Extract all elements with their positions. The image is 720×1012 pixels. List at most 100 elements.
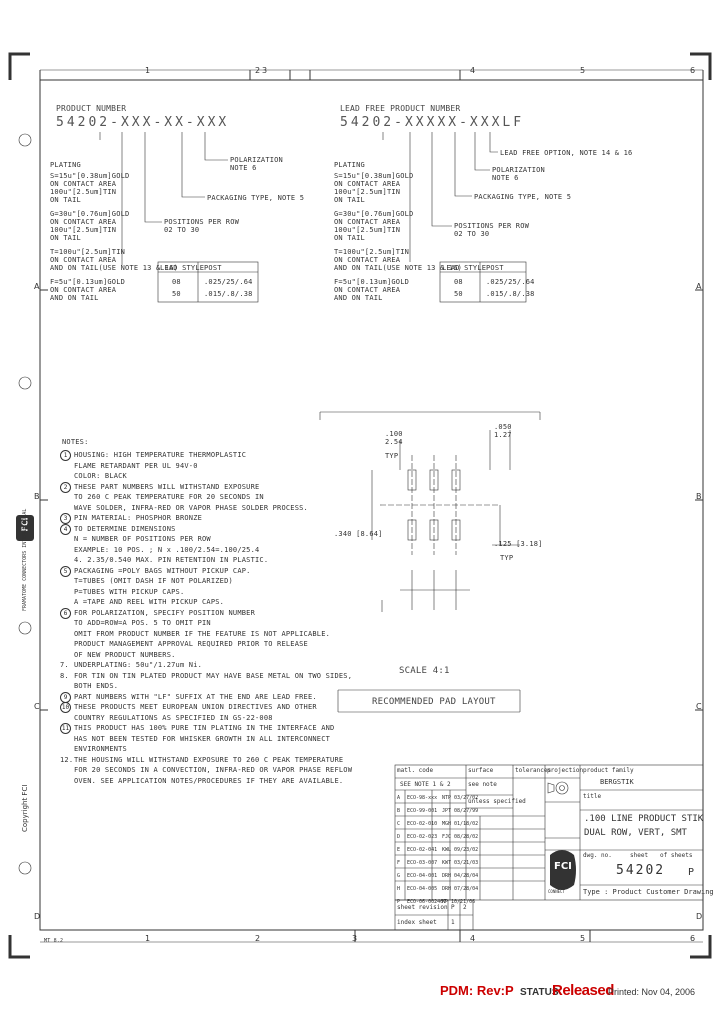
note-text: TO 260 C PEAK TEMPERATURE FOR 20 SECONDS…: [74, 493, 264, 501]
note-text: UNDERPLATING: 50u"/1.27um Ni.: [74, 661, 203, 669]
revision-cell: A: [397, 795, 401, 801]
right-table-r2c2: .015/.8/.38: [486, 290, 535, 298]
note-line: HAS NOT BEEN TESTED FOR WHISKER GROWTH I…: [60, 734, 390, 745]
right-table-r1c1: 08: [454, 278, 463, 286]
left-product-number-title: PRODUCT NUMBER: [56, 104, 127, 113]
pad-scale: SCALE 4:1: [399, 666, 450, 676]
revision-cell: E: [397, 847, 401, 853]
pad-dim4-a: .125 [3.18]: [494, 540, 543, 548]
left_header-plating-line: S=15u"[0.38um]GOLD: [50, 172, 130, 180]
revision-cell: G: [397, 873, 401, 879]
zone-bottom-2: 2: [255, 934, 261, 943]
note-number: 12.: [60, 755, 74, 764]
note-number: 3: [60, 513, 71, 524]
corner-mark-tr: [690, 52, 712, 80]
note-line: A =TAPE AND REEL WITH PICKUP CAPS.: [60, 597, 390, 608]
note-text: A =TAPE AND REEL WITH PICKUP CAPS.: [74, 598, 225, 606]
revision-cell: F: [397, 860, 401, 866]
zone-row-a-left: A: [34, 282, 40, 291]
left-packaging: PACKAGING TYPE, NOTE 5: [207, 194, 305, 202]
right-product-number-pattern: 54202-XXXXX-XXXLF: [340, 115, 525, 130]
right_header-plating-line: ON CONTACT AREA: [334, 286, 401, 294]
left_header-plating-line: 100u"[2.5um]TIN: [50, 188, 117, 196]
tb-matl-label: matl. code: [397, 767, 434, 774]
revision-row: A ECO-98-xxx NTP 03/27/02: [397, 792, 537, 805]
note-text: HAS NOT BEEN TESTED FOR WHISKER GROWTH I…: [74, 734, 331, 743]
note-text: FLAME RETARDANT PER UL 94V-0: [74, 461, 198, 470]
tb-rev-cell-3: 2: [463, 904, 467, 911]
tb-fci-sub: CONNECT: [548, 889, 565, 894]
note-text: COLOR: BLACK: [74, 472, 127, 480]
note-line: N = NUMBER OF POSITIONS PER ROW: [60, 534, 390, 545]
left_header-plating-line: AND ON TAIL(USE NOTE 13 & 16): [50, 264, 179, 272]
note-text: PACKAGING =POLY BAGS WITHOUT PICKUP CAP.: [74, 566, 251, 575]
note-text: THIS PRODUCT HAS 100% PURE TIN PLATING I…: [74, 724, 335, 732]
note-text: OF NEW PRODUCT NUMBERS.: [74, 650, 176, 659]
note-number: 1: [60, 450, 71, 461]
note-line: FOR 20 SECONDS IN A CONVECTION, INFRA-RE…: [60, 765, 390, 776]
left_header-plating-line: ON CONTACT AREA: [50, 180, 117, 188]
note-text: THESE PRODUCTS MEET EUROPEAN UNION DIREC…: [74, 703, 317, 711]
left-table-r2c1: 50: [172, 290, 181, 298]
zone-row-b-right: B: [696, 492, 702, 501]
right-polarization-2: NOTE 6: [492, 174, 519, 182]
tb-rev-value: P: [688, 867, 695, 878]
left-table-col1: LEAD STYLE: [160, 264, 205, 272]
tb-product-family-value: BERGSTIK: [600, 778, 634, 786]
zone-bottom-5: 5: [580, 934, 586, 943]
corner-mark-bl: [8, 935, 30, 959]
revision-cell: NTP 03/27/02: [442, 795, 479, 801]
note-text: EXAMPLE: 10 POS. ; N x .100/2.54=.100/25…: [74, 545, 260, 554]
right_header-plating-line: ON CONTACT AREA: [334, 256, 401, 264]
revision-cell: ECO-04-005: [407, 886, 438, 892]
note-text: FOR TIN ON TIN PLATED PRODUCT MAY HAVE B…: [74, 671, 353, 680]
zone-top-2: 2: [255, 66, 261, 75]
note-line: BOTH ENDS.: [60, 681, 390, 692]
right-positions-2: 02 TO 30: [454, 230, 490, 238]
revision-cell: ECO-99-001: [407, 808, 438, 814]
pdm-rev-label: PDM: Rev:P: [440, 983, 514, 998]
tb-surface-label: surface: [468, 767, 494, 774]
left_header-plating-line: AND ON TAIL: [50, 294, 99, 302]
right-packaging: PACKAGING TYPE, NOTE 5: [474, 193, 572, 201]
note-text: FOR POLARIZATION, SPECIFY POSITION NUMBE…: [74, 608, 255, 617]
note-line: EXAMPLE: 10 POS. ; N x .100/2.54=.100/25…: [60, 545, 390, 556]
pad-dim2-b: 1.27: [494, 431, 512, 439]
revision-cell: ECO-02-041: [407, 847, 438, 853]
left-polarization-1: POLARIZATION: [230, 156, 283, 164]
tb-dwg-no-value: 54202: [616, 863, 666, 878]
zone-row-c-left: C: [34, 702, 40, 711]
zone-row-c-right: C: [696, 702, 702, 711]
left-table-col2: POST: [204, 264, 222, 272]
right-lead-free: LEAD FREE OPTION, NOTE 14 & 16: [500, 149, 633, 157]
revision-cell: ECO-98-xxx: [407, 795, 438, 801]
right_header-plating-line: ON CONTACT AREA: [334, 180, 401, 188]
left_header-plating-line: ON CONTACT AREA: [50, 218, 117, 226]
tb-title-value-2: DUAL ROW, VERT, SMT: [584, 828, 687, 838]
note-line: 7. UNDERPLATING: 50u"/1.27um Ni.: [60, 660, 390, 671]
note-number: 7.: [60, 661, 69, 669]
note-line: WAVE SOLDER, INFRA-RED OR VAPOR PHASE SO…: [60, 503, 390, 514]
note-text: TO DETERMINE DIMENSIONS: [74, 524, 176, 533]
revision-cell: C: [397, 821, 401, 827]
side-copyright: Copyright FCI: [21, 784, 29, 832]
revision-cell: ECO-04-001: [407, 873, 438, 879]
note-text: OVEN. SEE APPLICATION NOTES/PROCEDURES I…: [74, 776, 344, 785]
note-number: 5: [60, 565, 71, 577]
revision-cell: ECO-03-007: [407, 860, 438, 866]
note-line: COLOR: BLACK: [60, 471, 390, 482]
note-text: TO ADD=ROW=A POS. 5 TO OMIT PIN: [74, 619, 211, 627]
zone-bottom-3: 3: [352, 934, 358, 943]
tb-sheet-rev-label: sheet revision: [397, 904, 448, 911]
left-table-r2c2: .015/.8/.38: [204, 290, 253, 298]
note-number: 10: [60, 702, 71, 713]
note-line: P=TUBES WITH PICKUP CAPS.: [60, 587, 390, 598]
